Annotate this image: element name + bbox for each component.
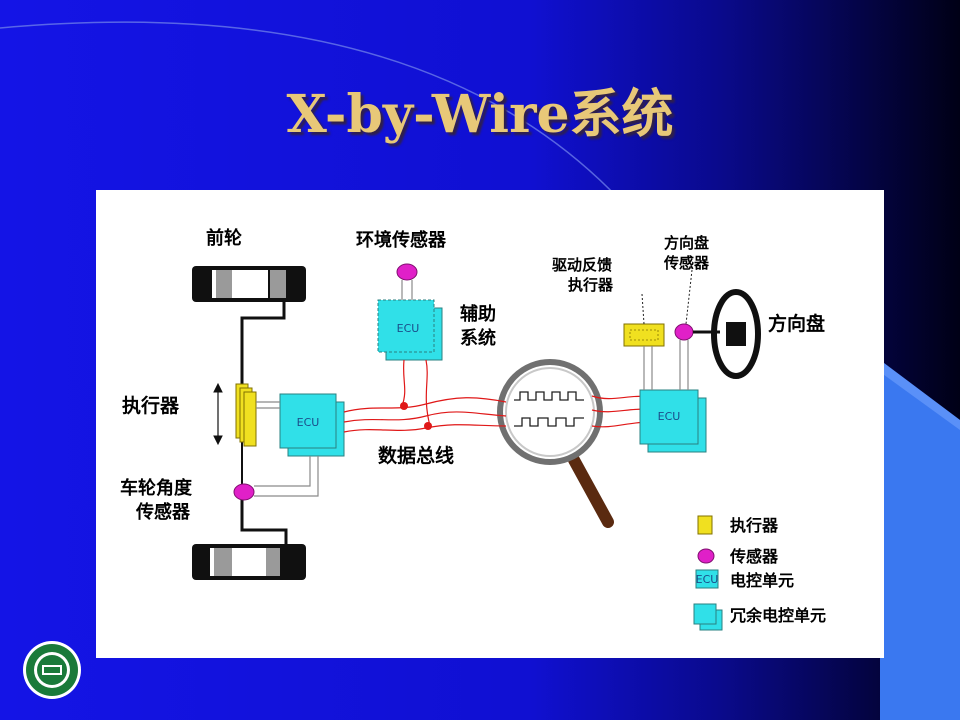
legend-redundant-ecu-label: 冗余电控单元: [729, 606, 826, 625]
actuator-label: 执行器: [122, 394, 180, 417]
right-signal-lines: [643, 340, 689, 390]
actuator-range-arrow: [213, 382, 223, 446]
steering-sensor-label-2: 传感器: [663, 254, 710, 272]
steering-wheel-icon: [693, 289, 761, 379]
diagram-panel: ECU ECU: [96, 190, 884, 658]
rear-wheel: [192, 544, 306, 580]
corner-accent: [880, 360, 960, 720]
wheel-angle-sensor: [233, 483, 255, 501]
right-ecu: ECU: [639, 389, 707, 453]
drive-feedback-label-2: 执行器: [568, 276, 614, 294]
wheel-angle-sensor-label-2: 传感器: [135, 501, 191, 523]
env-sensor-label: 环境传感器: [356, 229, 447, 251]
steering-sensor-label-1: 方向盘: [664, 234, 709, 252]
legend-actuator-label: 执行器: [730, 516, 779, 535]
env-sensor-lines: [401, 280, 413, 302]
left-ecu-label: ECU: [297, 416, 320, 429]
right-ecu-label: ECU: [658, 410, 681, 423]
bus-junction: [424, 422, 432, 430]
wheel-angle-sensor-label-1: 车轮角度: [120, 477, 193, 499]
actuator-block: [235, 383, 257, 447]
left-signal-lines: [254, 401, 319, 497]
front-wheel: [192, 266, 306, 302]
data-bus-label: 数据总线: [378, 444, 454, 467]
front-wheel-label: 前轮: [206, 227, 242, 249]
institution-logo: [23, 641, 81, 699]
auxiliary-ecu: ECU: [377, 299, 443, 361]
legend-sensor-label: 传感器: [729, 547, 779, 566]
legend-ecu-label: 电控单元: [730, 571, 794, 590]
bus-junction: [400, 402, 408, 410]
magnifier-icon: [497, 359, 614, 528]
legend-redundant-ecu-swatch: [693, 603, 717, 625]
aux-ecu-label: ECU: [397, 322, 420, 335]
aux-system-label-2: 系统: [460, 327, 496, 349]
drive-feedback-label-1: 驱动反馈: [552, 256, 612, 274]
aux-system-label-1: 辅助: [460, 303, 496, 325]
slide-title: X-by-Wire系统: [286, 84, 674, 145]
drive-feedback-actuator-detail: [629, 329, 659, 341]
left-ecu: ECU: [279, 393, 345, 457]
legend-ecu-swatch: [695, 569, 719, 589]
steering-wheel-label: 方向盘: [768, 312, 825, 335]
leader-lines: [641, 269, 693, 325]
legend: 执行器 传感器 ECU 电控单元 冗余电控单元: [693, 515, 826, 631]
steering-sensor: [674, 323, 694, 341]
legend-sensor-swatch: [697, 548, 715, 564]
legend-ecu-swatch-text: ECU: [696, 573, 719, 586]
environment-sensor: [396, 263, 418, 281]
xbywire-diagram: ECU ECU: [120, 227, 826, 631]
legend-actuator-swatch: [697, 515, 713, 535]
